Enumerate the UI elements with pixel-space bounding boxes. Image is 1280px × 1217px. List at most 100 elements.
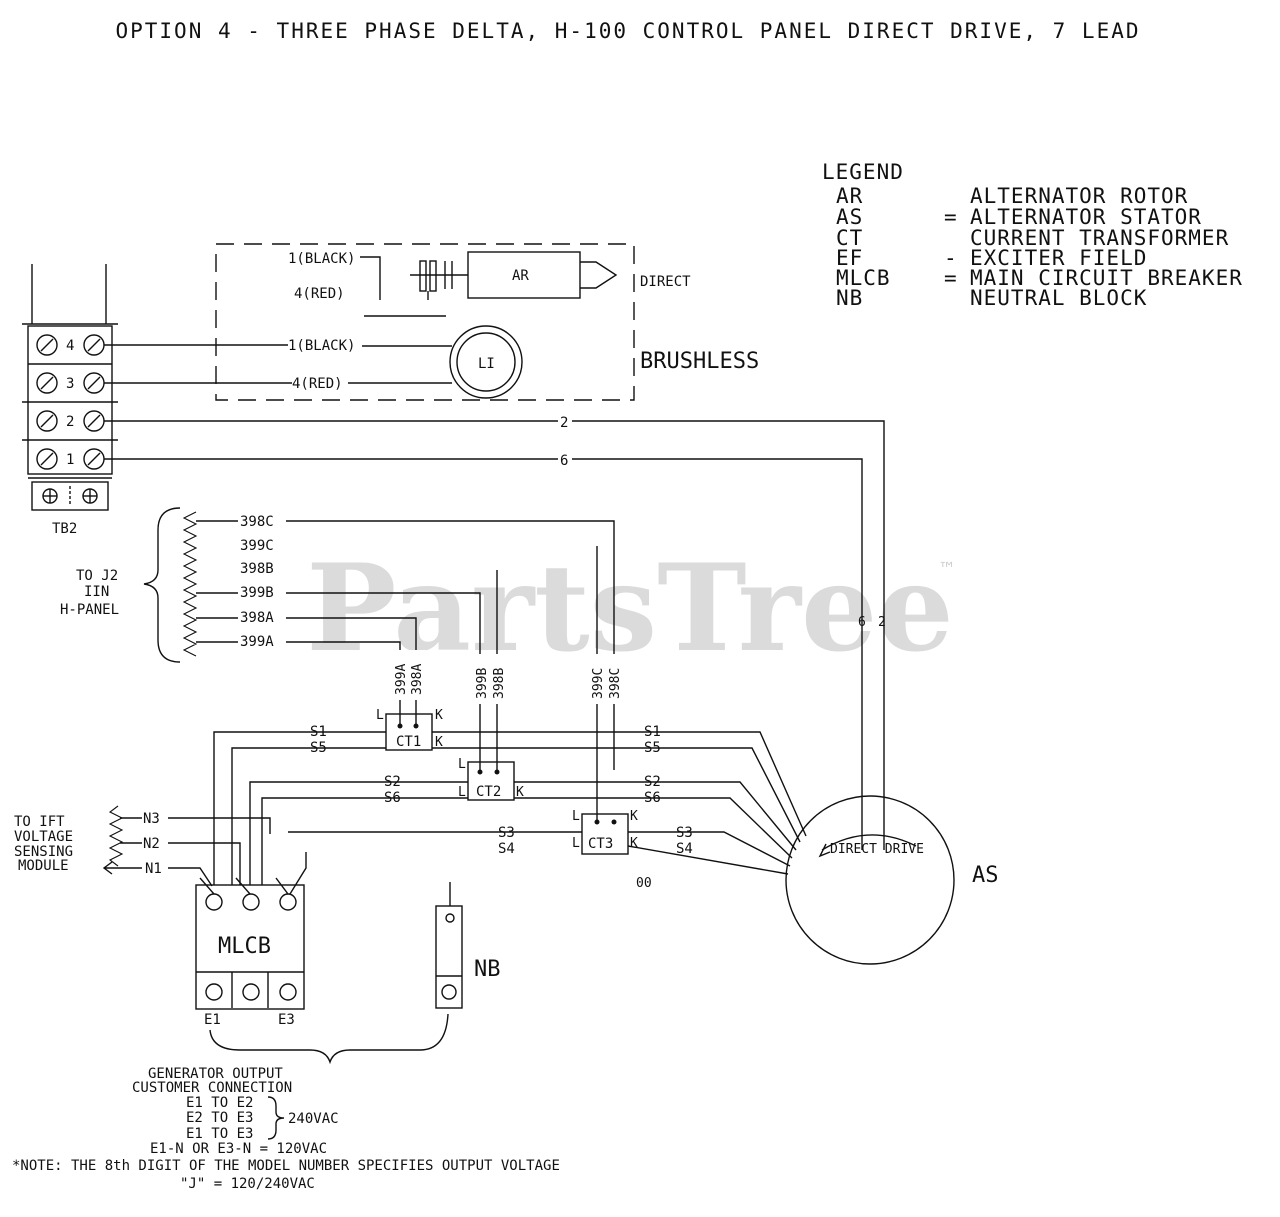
j2-connection: TO J2 IIN H-PANEL 398C 399C 398B 399B 39… (60, 507, 274, 663)
ct2: CT2 L L K (458, 757, 524, 801)
wire-n3 (168, 817, 271, 834)
svg-text:1: 1 (66, 452, 74, 468)
e1-label: E1 (204, 1012, 221, 1028)
legend: LEGEND AR ALTERNATOR ROTOR AS = ALTERNAT… (822, 160, 1242, 310)
svg-text:S1: S1 (644, 724, 661, 740)
ct1: CT1 L K K (376, 708, 443, 751)
svg-text:NEUTRAL BLOCK: NEUTRAL BLOCK (970, 286, 1147, 310)
ct2-lead-labels: 399B 398B (472, 654, 507, 704)
wire-s1 (213, 731, 807, 885)
tb2-terminal: 1 (36, 448, 105, 470)
diagram-title: OPTION 4 - THREE PHASE DELTA, H-100 CONT… (115, 19, 1140, 43)
j2-lead: 399A (240, 634, 274, 650)
neutral-block: NB (435, 882, 501, 1009)
exciter-box-outline (215, 243, 635, 401)
direct-black-wire (360, 256, 381, 300)
wire-s5 (231, 747, 801, 885)
svg-text:E1-N OR E3-N = 120VAC: E1-N OR E3-N = 120VAC (150, 1141, 327, 1157)
wire-n2 (168, 842, 241, 885)
ct3-label: CT3 (588, 836, 613, 852)
legend-row: CT CURRENT TRANSFORMER (836, 226, 1228, 250)
stator-inner-label: DIRECT DRIVE (830, 842, 924, 857)
svg-text:S5: S5 (310, 740, 327, 756)
output-brace (209, 1013, 449, 1065)
j2-lead: 398C (240, 514, 274, 530)
svg-text:S4: S4 (676, 841, 693, 857)
wire-6 (104, 458, 863, 850)
tb2-terminal: 3 (36, 372, 105, 394)
model-note: *NOTE: THE 8th DIGIT OF THE MODEL NUMBER… (12, 1158, 560, 1174)
legend-row: AR ALTERNATOR ROTOR (836, 184, 1188, 208)
brushless-red-label: 4(RED) (292, 376, 343, 392)
j2-brace (143, 507, 181, 663)
svg-text:GENERATOR OUTPUT: GENERATOR OUTPUT (148, 1066, 283, 1082)
svg-text:S2: S2 (384, 774, 401, 790)
ct1-lead-labels: 399A 398A (392, 650, 426, 700)
svg-text:AS: AS (836, 205, 863, 229)
svg-text:SENSING: SENSING (14, 844, 73, 860)
legend-row: NB NEUTRAL BLOCK (836, 286, 1147, 310)
wire-2 (104, 420, 885, 850)
svg-text:E1 TO E2: E1 TO E2 (186, 1095, 253, 1111)
ct1-label: CT1 (396, 734, 421, 750)
svg-text:L: L (572, 809, 580, 824)
svg-text:399B: 399B (475, 668, 490, 699)
wire-6-label: 6 (560, 453, 568, 469)
svg-text:L: L (376, 708, 384, 723)
alternator-stator: DIRECT DRIVE AS (785, 795, 999, 965)
j2-lead: 399C (240, 538, 274, 554)
legend-row: MLCB = MAIN CIRCUIT BREAKER (836, 266, 1242, 290)
wire-2-vertical-label: 2 (878, 615, 886, 630)
wire-s4 (627, 845, 789, 875)
voltage-sensing: TO IFT VOLTAGE SENSING MODULE N3 N2 N1 (14, 805, 271, 887)
ct3-lead-labels: 399C 398C (588, 654, 623, 704)
exciter-field-inner (456, 332, 516, 392)
j2-lead: 398B (240, 561, 274, 577)
svg-text:MODULE: MODULE (18, 858, 69, 874)
j2-coil-icon (182, 511, 198, 657)
tb2-ground (42, 486, 98, 506)
svg-text:EF: EF (836, 246, 863, 270)
j2-label-line: H-PANEL (60, 602, 119, 618)
j2-label-line: IIN (84, 584, 109, 600)
svg-text:S1: S1 (310, 724, 327, 740)
svg-text:EXCITER FIELD: EXCITER FIELD (970, 246, 1147, 270)
terminal-block-tb2: 4 3 2 1 TB2 (22, 264, 118, 537)
svg-text:4: 4 (66, 338, 74, 354)
svg-text:398C: 398C (608, 668, 623, 699)
stator-lead-labels: S1 S5 S1 S5 S2 S6 S2 S6 S3 S4 S3 S4 (310, 724, 693, 857)
stator-arc-arrow-icon (818, 843, 831, 858)
e3-label: E3 (278, 1012, 295, 1028)
tb2-terminal: 4 (36, 334, 105, 356)
svg-text:399C: 399C (591, 668, 606, 699)
legend-row: EF - EXCITER FIELD (836, 246, 1147, 270)
sensing-coil-icon (108, 805, 124, 867)
n2-label: N2 (143, 836, 160, 852)
alternator-rotor (467, 251, 581, 299)
wire-n1 (168, 867, 213, 887)
alternator-rotor-label: AR (512, 268, 529, 284)
ct3: CT3 L L K K 00 (572, 809, 652, 891)
wire-6-vertical-label: 6 (858, 615, 866, 630)
wire-s6 (261, 797, 793, 885)
main-circuit-breaker: MLCB E1 E3 (195, 852, 307, 1028)
j2-label-line: TO J2 (76, 568, 118, 584)
brushless-label: BRUSHLESS (640, 349, 759, 374)
svg-text:ALTERNATOR ROTOR: ALTERNATOR ROTOR (970, 184, 1188, 208)
j2-lead: 399B (240, 585, 274, 601)
mlcb-label: MLCB (218, 934, 271, 959)
legend-row: AS = ALTERNATOR STATOR (836, 205, 1201, 229)
svg-text:S5: S5 (644, 740, 661, 756)
ct2-label: CT2 (476, 784, 501, 800)
exciter-box: 1(BLACK) 4(RED) AR DIRECT 1(BLACK) 4(RED… (215, 243, 759, 401)
svg-text:S3: S3 (676, 825, 693, 841)
brush-assembly (410, 260, 468, 300)
svg-text:CUSTOMER CONNECTION: CUSTOMER CONNECTION (132, 1080, 292, 1096)
n3-label: N3 (143, 811, 160, 827)
wire-s3 (288, 831, 791, 867)
nb-label: NB (474, 957, 501, 982)
n1-arrow-icon (102, 861, 142, 875)
svg-text:E2 TO E3: E2 TO E3 (186, 1110, 253, 1126)
v240-label: 240VAC (288, 1111, 339, 1127)
